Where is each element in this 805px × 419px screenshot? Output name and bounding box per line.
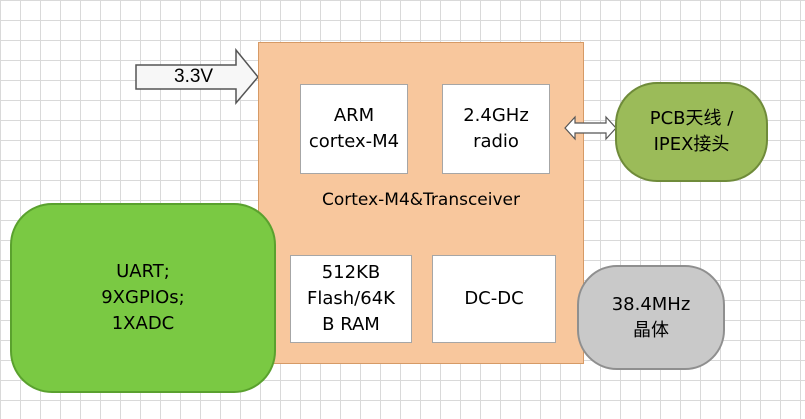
antenna-line-2: IPEX接头 xyxy=(653,134,730,155)
double-arrow-shape xyxy=(564,115,617,141)
soc-label: Cortex-M4&Transceiver xyxy=(322,190,520,210)
peripherals-line-1: UART; xyxy=(116,261,170,282)
dcdc-line-1: DC-DC xyxy=(464,288,524,309)
memory-box: 512KB Flash/64K B RAM xyxy=(290,255,412,343)
peripherals-line-3: 1XADC xyxy=(111,313,175,334)
radio-line-1: 2.4GHz xyxy=(463,105,529,126)
cpu-box: ARM cortex-M4 xyxy=(300,84,408,174)
peripherals-block: UART; 9XGPIOs; 1XADC xyxy=(10,203,276,393)
antenna-line-1: PCB天线 / xyxy=(649,108,734,129)
antenna-block: PCB天线 / IPEX接头 xyxy=(615,82,768,182)
radio-box: 2.4GHz radio xyxy=(442,84,550,174)
power-arrow-label: 3.3V xyxy=(174,66,213,87)
crystal-line-2: 晶体 xyxy=(633,319,669,341)
power-arrow-shape xyxy=(135,47,259,106)
crystal-block: 38.4MHz 晶体 xyxy=(577,265,725,370)
crystal-line-1: 38.4MHz xyxy=(611,293,691,315)
memory-line-3: B RAM xyxy=(322,314,380,335)
memory-line-2: Flash/64K xyxy=(307,288,395,309)
peripherals-line-2: 9XGPIOs; xyxy=(101,287,185,308)
memory-line-1: 512KB xyxy=(321,262,381,283)
radio-line-2: radio xyxy=(473,131,519,152)
dcdc-box: DC-DC xyxy=(432,255,556,343)
cpu-line-1: ARM xyxy=(333,105,375,126)
cpu-line-2: cortex-M4 xyxy=(308,131,400,152)
